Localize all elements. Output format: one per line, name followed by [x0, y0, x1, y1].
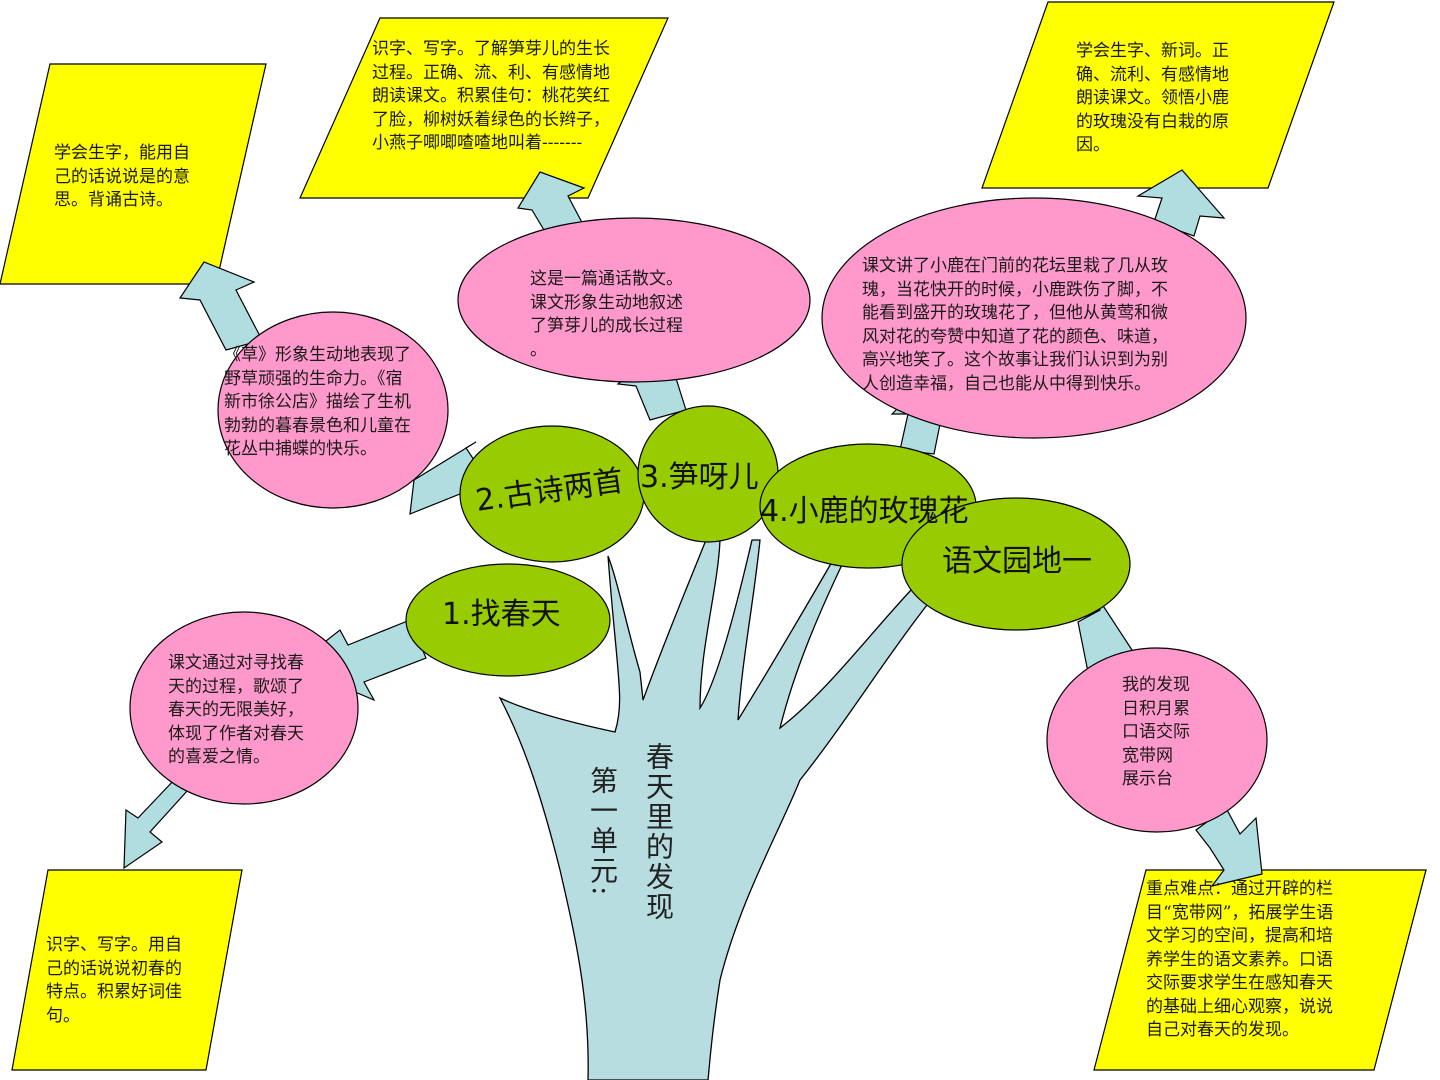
l4-title: 4.小鹿的玫瑰花	[760, 494, 969, 529]
note-l1-goals	[11, 869, 243, 1071]
bubble-l3-summary	[457, 217, 811, 383]
arrow-l2-goals	[178, 261, 263, 351]
l1-title: 1.找春天	[442, 597, 561, 632]
bubble-garden-summary	[1046, 647, 1268, 833]
trunk-title: 春天里的发现	[642, 742, 675, 922]
l2-goals-text: 学会生字，能用自 己的话说说是的意 思。背诵古诗。	[54, 143, 190, 210]
bubble-l4-summary	[821, 197, 1247, 439]
garden-title: 语文园地一	[942, 544, 1092, 579]
l4-summary-text: 课文讲了小鹿在门前的花坛里栽了几从玫 瑰，当花快开的时候，小鹿跌伤了脚，不 能看…	[862, 256, 1168, 394]
garden-goals-text: 重点难点：通过开辟的栏 目“宽带网”，拓展学生语 文学习的空间，提高和培 养学生…	[1146, 879, 1334, 1040]
l1-summary-text: 课文通过对寻找春 天的过程，歌颂了 春天的无限美好， 体现了作者对春天 的喜爱之…	[168, 653, 304, 767]
trunk-subtitle: 第一单元:	[586, 766, 619, 898]
l3-goals-text: 识字、写字。了解笋芽儿的生长 过程。正确、流、利、有感情地 朗读课文。积累佳句：…	[372, 39, 610, 153]
note-l4-goals	[981, 1, 1335, 189]
bubble-l1-summary	[129, 611, 359, 805]
l1-goals-text: 识字、写字。用自 己的话说说初春的 特点。积累好词佳 句。	[46, 935, 182, 1026]
garden-summary-text: 我的发现 日积月累 口语交际 宽带网 展示台	[1122, 675, 1190, 789]
l3-summary-text: 这是一篇通话散文。 课文形象生动地叙述 了笋芽儿的成长过程 。	[530, 269, 683, 360]
node-garden	[901, 497, 1131, 631]
l2-summary-text: 《草》形象生动地表现了 野草顽强的生命力。《宿 新市徐公店》描绘了生机 勃勃的暮…	[224, 345, 411, 459]
l4-goals-text: 学会生字、新词。正 确、流利、有感情地 朗读课文。领悟小鹿 的玫瑰没有白栽的原 …	[1076, 41, 1229, 155]
arrow-l4-goals	[1136, 169, 1226, 237]
note-garden-goals	[1093, 869, 1427, 1071]
trunk	[498, 539, 943, 1080]
arrow-l1-goals	[123, 777, 189, 870]
node-l1	[405, 563, 611, 677]
l3-title: 3.笋呀儿	[640, 460, 759, 495]
arrow-garden-goals	[1195, 807, 1263, 887]
bubble-l2-summary	[217, 311, 449, 509]
note-l3-goals	[299, 17, 669, 199]
